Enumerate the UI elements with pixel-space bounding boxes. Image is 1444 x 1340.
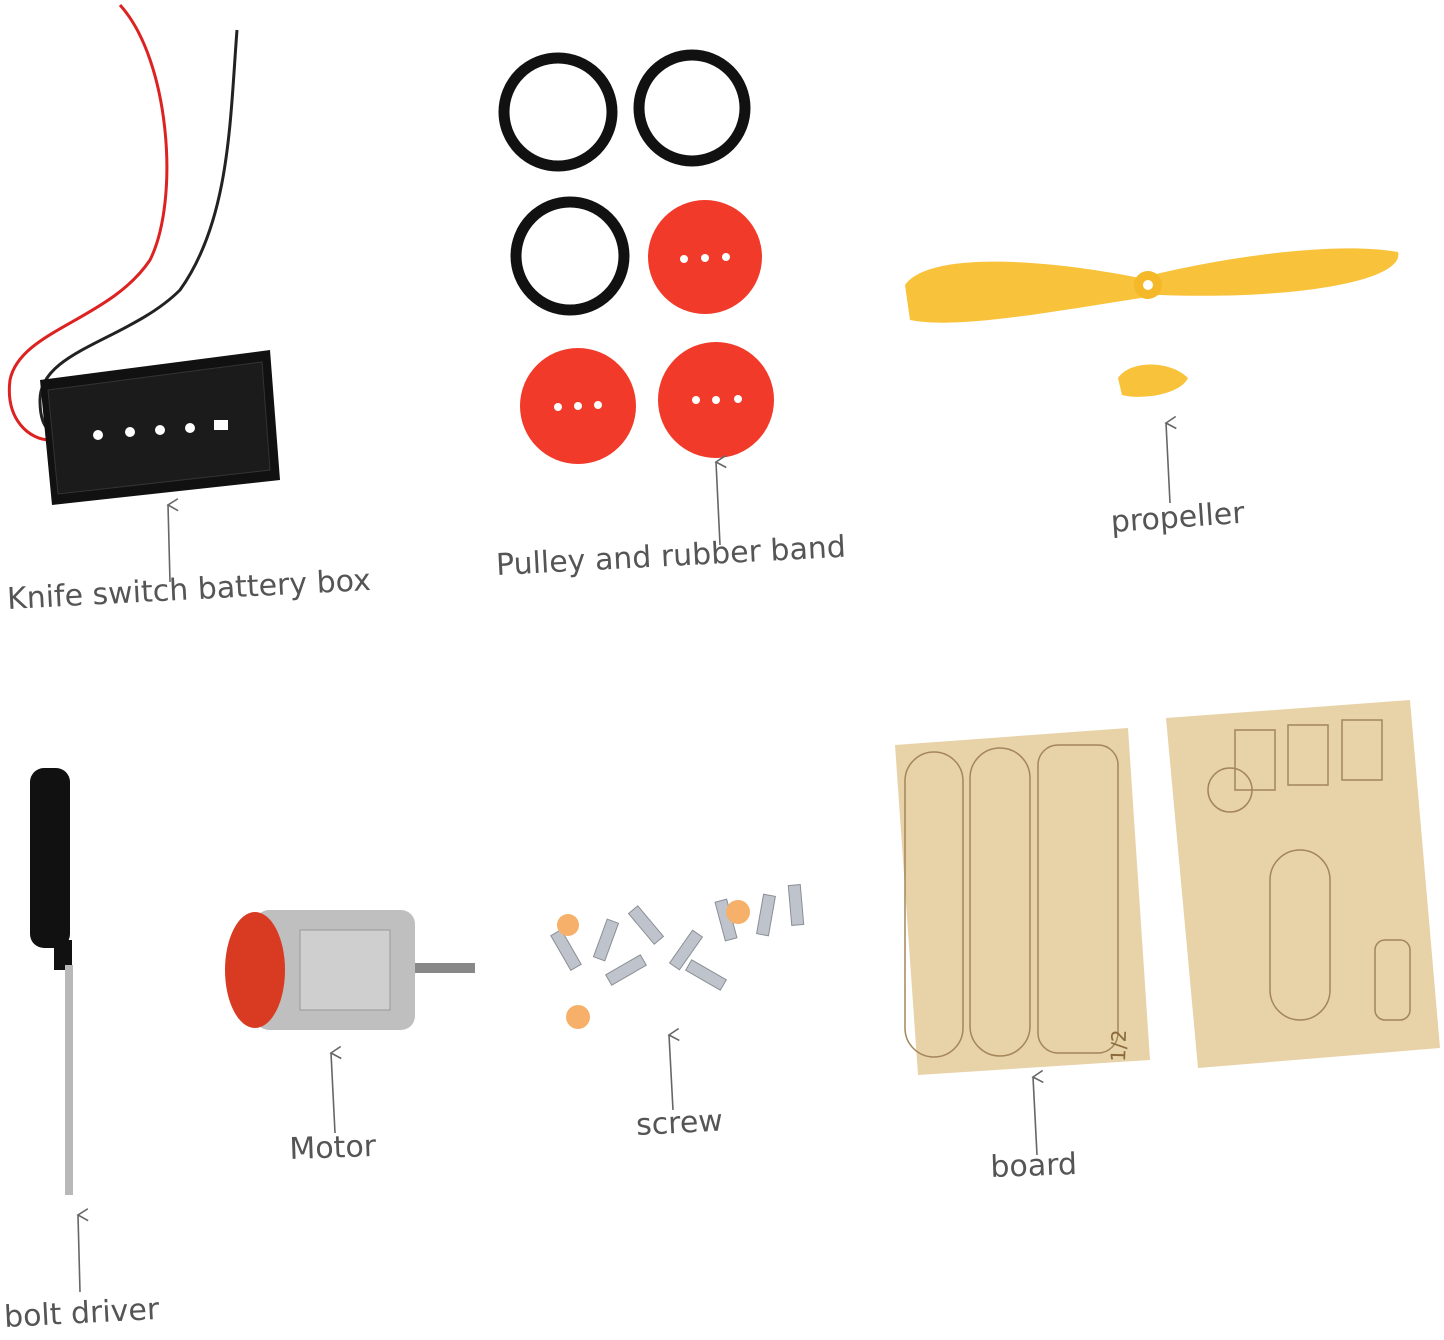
battery-box-image <box>7 3 280 505</box>
board-marking: 1/2 <box>1106 1029 1131 1062</box>
board-image: 1/2 <box>895 700 1440 1075</box>
motor-image <box>225 910 475 1030</box>
label-motor: Motor <box>288 1128 377 1167</box>
screw-image <box>550 884 805 1029</box>
propeller-image <box>905 248 1399 397</box>
pointer-arrows <box>76 415 1177 1293</box>
label-screw: screw <box>635 1103 724 1143</box>
label-board: board <box>989 1146 1078 1185</box>
bolt-driver-image <box>30 768 73 1195</box>
pulley-and-rubber-band-image <box>498 49 774 464</box>
